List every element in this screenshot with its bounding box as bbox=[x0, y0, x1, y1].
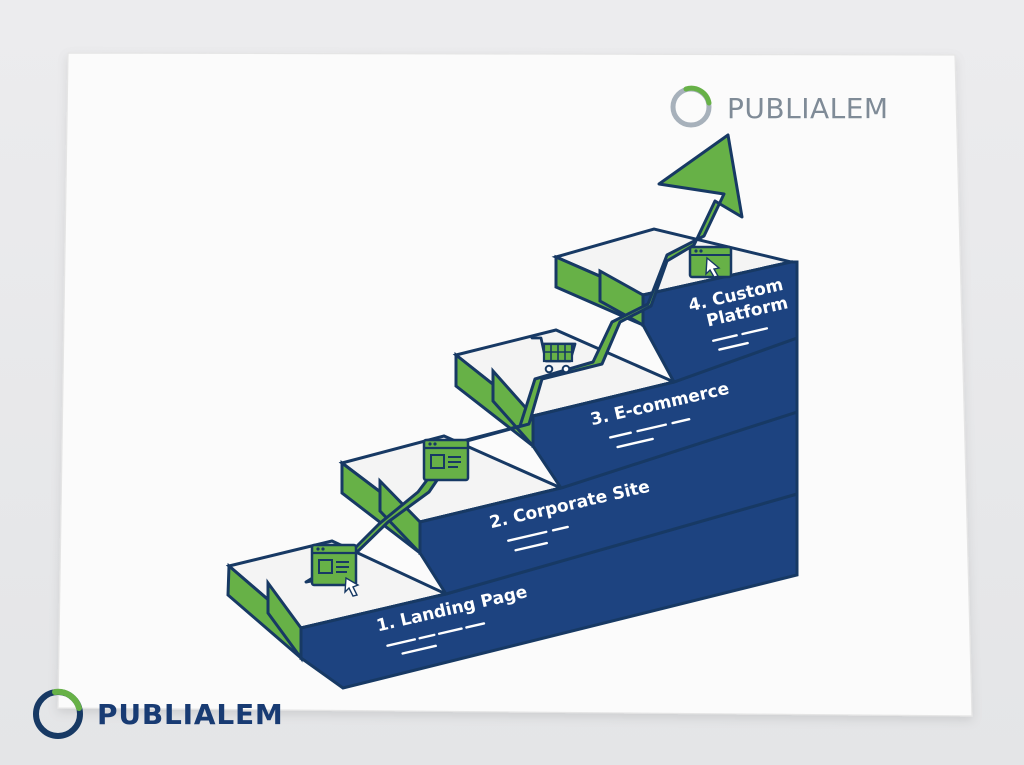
stairs bbox=[225, 227, 799, 690]
top-logo-text: PUBLIALEM bbox=[727, 92, 889, 125]
website-icon bbox=[310, 543, 360, 597]
step-1-line-4 bbox=[465, 622, 486, 629]
step-2-line-2 bbox=[551, 525, 569, 532]
step-2-line-1 bbox=[507, 530, 548, 542]
step-4-line-2 bbox=[741, 327, 769, 336]
browser-cursor-icon bbox=[688, 245, 733, 279]
step-2-line-3 bbox=[514, 541, 548, 552]
step-1-line-5 bbox=[401, 644, 437, 655]
step-4-line-3 bbox=[718, 341, 749, 351]
step-3-line-4 bbox=[616, 437, 654, 449]
step-3-line-2 bbox=[636, 423, 667, 433]
top-logo: PUBLIALEM bbox=[670, 85, 889, 128]
step-3-line-3 bbox=[671, 418, 691, 425]
step-1-line-1 bbox=[386, 638, 416, 647]
green-block-3 bbox=[491, 367, 535, 450]
top-logo-accent bbox=[683, 85, 712, 106]
layout-icon bbox=[422, 438, 470, 482]
step-4-line-1 bbox=[712, 334, 738, 342]
step-1-line-2 bbox=[418, 633, 436, 640]
shopping-cart-icon bbox=[530, 336, 577, 374]
step-1-line-3 bbox=[437, 627, 463, 635]
bottom-logo: PUBLIALEM bbox=[33, 688, 284, 739]
green-block-1 bbox=[266, 578, 303, 663]
step-3-line-1 bbox=[609, 431, 632, 439]
bottom-logo-accent bbox=[52, 688, 82, 711]
bottom-logo-text: PUBLIALEM bbox=[97, 698, 284, 731]
